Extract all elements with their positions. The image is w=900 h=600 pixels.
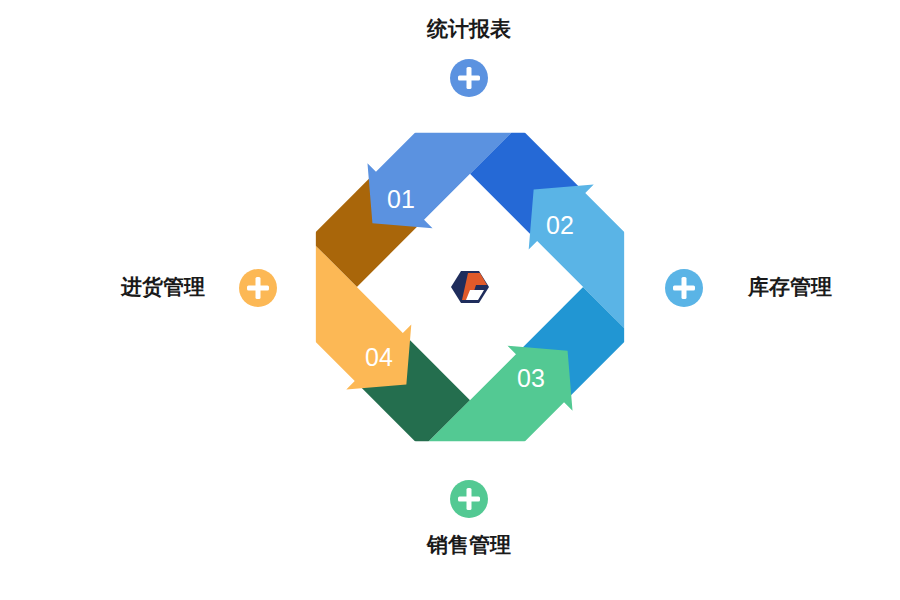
plus-bar <box>247 286 269 291</box>
step-arrow: 03 <box>517 366 545 391</box>
plus-circle <box>450 59 488 97</box>
plus-marker: 统计报表 <box>450 59 488 97</box>
step-number: 01 <box>387 187 415 212</box>
plus-bar <box>458 497 480 502</box>
plus-marker: 库存管理 <box>665 269 703 307</box>
step-number: 04 <box>365 345 393 370</box>
arrow-body <box>252 230 439 417</box>
center-logo <box>451 271 489 303</box>
step-arrow: 02 <box>546 213 574 238</box>
step-arrow: 01 <box>387 187 415 212</box>
step-number: 02 <box>546 213 574 238</box>
arrow-body <box>340 69 527 256</box>
arrow-body <box>413 318 600 505</box>
arrow-body <box>501 157 688 344</box>
circle-fill <box>239 269 277 307</box>
arrow-ring <box>244 61 697 514</box>
circle-fill <box>450 480 488 518</box>
category-label: 销售管理 <box>427 533 511 558</box>
step-number: 03 <box>517 366 545 391</box>
plus-circle <box>665 269 703 307</box>
logo-hexagon <box>451 271 489 303</box>
plus-marker: 进货管理 <box>239 269 277 307</box>
circle-fill <box>450 59 488 97</box>
category-label: 统计报表 <box>427 17 511 42</box>
category-label: 库存管理 <box>748 275 832 300</box>
plus-marker: 销售管理 <box>450 480 488 518</box>
plus-circle <box>239 269 277 307</box>
plus-circle <box>450 480 488 518</box>
logo-mark <box>462 273 487 300</box>
category-label: 进货管理 <box>121 275 205 300</box>
plus-bar <box>673 286 695 291</box>
circle-fill <box>665 269 703 307</box>
logo-cut <box>466 290 484 300</box>
step-arrow: 04 <box>365 345 393 370</box>
plus-bar <box>458 76 480 81</box>
